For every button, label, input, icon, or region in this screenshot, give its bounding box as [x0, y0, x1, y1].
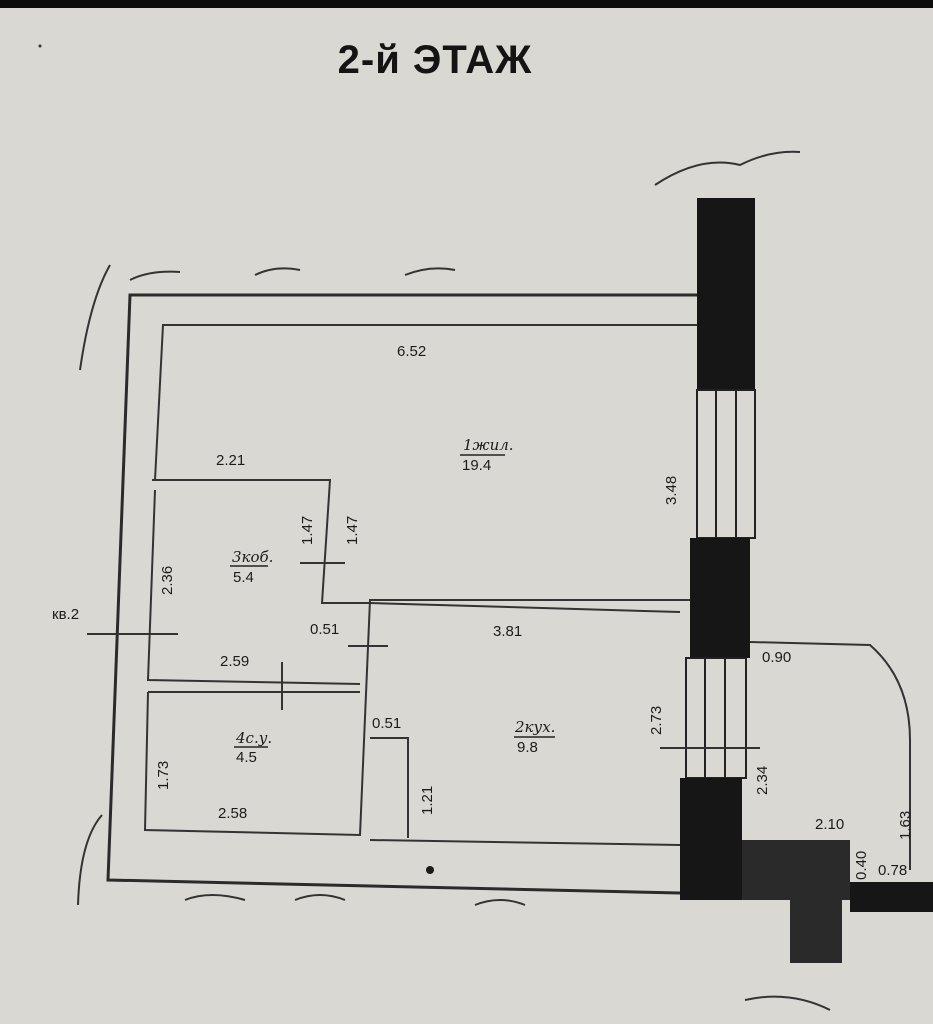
dim-balcony-side: 2.34 [754, 766, 771, 795]
floor-title: 2-й ЭТАЖ [337, 38, 533, 82]
balcony-ext-wall [850, 882, 933, 912]
dim-top-width: 6.52 [397, 343, 426, 360]
room-labels: 1жил. 19.4 2кух. 9.8 3коб. 5.4 4с.у. 4.5… [52, 436, 555, 766]
apartment-label: кв.2 [52, 606, 79, 623]
facade-block-top [697, 198, 755, 390]
dim-bath-left: 1.73 [155, 761, 172, 790]
dim-balcony-bottom: 2.10 [815, 816, 844, 833]
niche-wall [370, 737, 409, 838]
balcony-pier [790, 895, 842, 963]
dim-balcony-ext: 0.78 [878, 862, 907, 879]
facade-wall [680, 198, 933, 963]
speck [38, 44, 42, 48]
inner-wall-lower [143, 599, 700, 837]
dim-kitchen-width: 3.81 [493, 623, 522, 640]
dim-balcony-top: 0.90 [762, 649, 791, 666]
dim-kitchen-height: 2.73 [648, 706, 665, 735]
marker-dot [426, 866, 434, 874]
window-kitchen [685, 657, 747, 779]
storage-wall [146, 489, 361, 685]
top-edge-bar [0, 0, 933, 8]
dim-corridor-side-a: 1.47 [299, 516, 316, 545]
dim-balcony-right: 1.63 [897, 811, 914, 840]
dim-bath-bottom: 2.58 [218, 805, 247, 822]
break-marks [77, 150, 831, 1011]
facade-block-bottom [680, 778, 742, 900]
room-label-living: 1жил. [463, 436, 514, 454]
dimension-labels: 6.52 2.21 3.48 1.47 1.47 2.36 0.51 3.81 … [155, 343, 914, 880]
dim-corridor-side-b: 1.47 [344, 516, 361, 545]
room-area-bath: 4.5 [236, 749, 257, 766]
dimension-ticks [87, 562, 760, 749]
dim-bath-top: 2.59 [220, 653, 249, 670]
dim-wall-thickness: 0.40 [853, 851, 870, 880]
room-label-storage: 3коб. [232, 548, 273, 566]
balcony-wall [742, 840, 850, 900]
dim-step-width: 0.51 [310, 621, 339, 638]
facade-block-mid [690, 538, 750, 658]
room-label-kitchen: 2кух. [514, 718, 555, 736]
room-area-living: 19.4 [462, 457, 491, 474]
room-area-storage: 5.4 [233, 569, 254, 586]
window-living [696, 389, 756, 539]
room-area-kitchen: 9.8 [517, 739, 538, 756]
dim-niche-width: 0.51 [372, 715, 401, 732]
dim-corridor-top: 2.21 [216, 452, 245, 469]
dim-living-height: 3.48 [663, 476, 680, 505]
dim-corridor-left: 2.36 [159, 566, 176, 595]
outer-wall-outline [106, 293, 700, 895]
corridor-wall [152, 479, 370, 604]
kitchen-bottom-wall [369, 839, 681, 846]
room-label-bath: 4с.у. [235, 729, 272, 747]
outer-walls [106, 293, 700, 895]
inner-wall-top [154, 324, 700, 481]
dim-niche-height: 1.21 [419, 786, 436, 815]
balcony-outline [749, 641, 911, 870]
kitchen-top-wall [369, 602, 681, 613]
